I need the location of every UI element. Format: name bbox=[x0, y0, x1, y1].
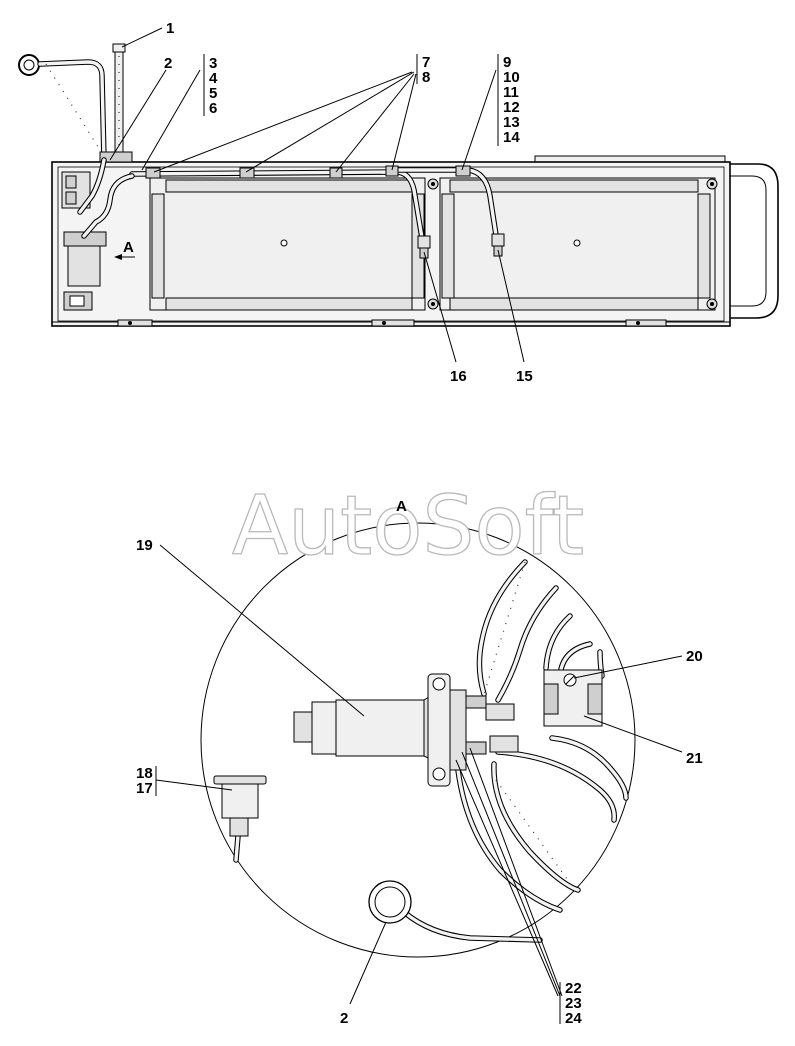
callout-12: 12 bbox=[503, 99, 520, 116]
battery-terminal-15 bbox=[491, 233, 505, 257]
callout-6: 6 bbox=[209, 100, 217, 117]
watermark-text: AutoSoft bbox=[232, 479, 584, 574]
callout-23: 23 bbox=[565, 995, 582, 1012]
rubber-grommet bbox=[368, 880, 412, 924]
battery-left bbox=[149, 177, 426, 311]
callout-18: 18 bbox=[136, 765, 153, 782]
leader-lines bbox=[109, 27, 683, 1024]
relay-block-21 bbox=[543, 669, 603, 727]
callout-15: 15 bbox=[516, 368, 533, 385]
callout-1: 1 bbox=[166, 20, 174, 37]
tray-handle bbox=[728, 163, 779, 319]
battery-terminal-16 bbox=[417, 235, 431, 259]
callout-20: 20 bbox=[686, 648, 703, 665]
callout-4: 4 bbox=[209, 70, 218, 87]
battery-right bbox=[439, 177, 716, 311]
callout-3: 3 bbox=[209, 55, 217, 72]
detail-view-a bbox=[200, 522, 636, 958]
callout-17: 17 bbox=[136, 780, 153, 797]
callout-19: 19 bbox=[136, 537, 153, 554]
callout-5: 5 bbox=[209, 85, 217, 102]
callout-10: 10 bbox=[503, 69, 520, 86]
callout-9: 9 bbox=[503, 54, 511, 71]
callout-2: 2 bbox=[164, 55, 172, 72]
callout-16: 16 bbox=[450, 368, 467, 385]
detail-view-label: A bbox=[396, 498, 407, 515]
callout-2-detail: 2 bbox=[340, 1010, 348, 1027]
callout-22: 22 bbox=[565, 980, 582, 997]
battery-tray-assembly bbox=[18, 43, 779, 327]
callout-21: 21 bbox=[686, 750, 703, 767]
callout-8: 8 bbox=[422, 69, 430, 86]
callout-labels: 1 2 3 4 5 6 7 8 9 10 11 12 13 14 16 15 A… bbox=[123, 20, 703, 1027]
callout-7: 7 bbox=[422, 54, 430, 71]
callout-24: 24 bbox=[565, 1010, 582, 1027]
view-arrow-label: A bbox=[123, 239, 134, 256]
callout-11: 11 bbox=[503, 84, 519, 101]
callout-13: 13 bbox=[503, 114, 520, 131]
callout-14: 14 bbox=[503, 129, 520, 146]
connector-plug-17-18 bbox=[213, 775, 267, 837]
